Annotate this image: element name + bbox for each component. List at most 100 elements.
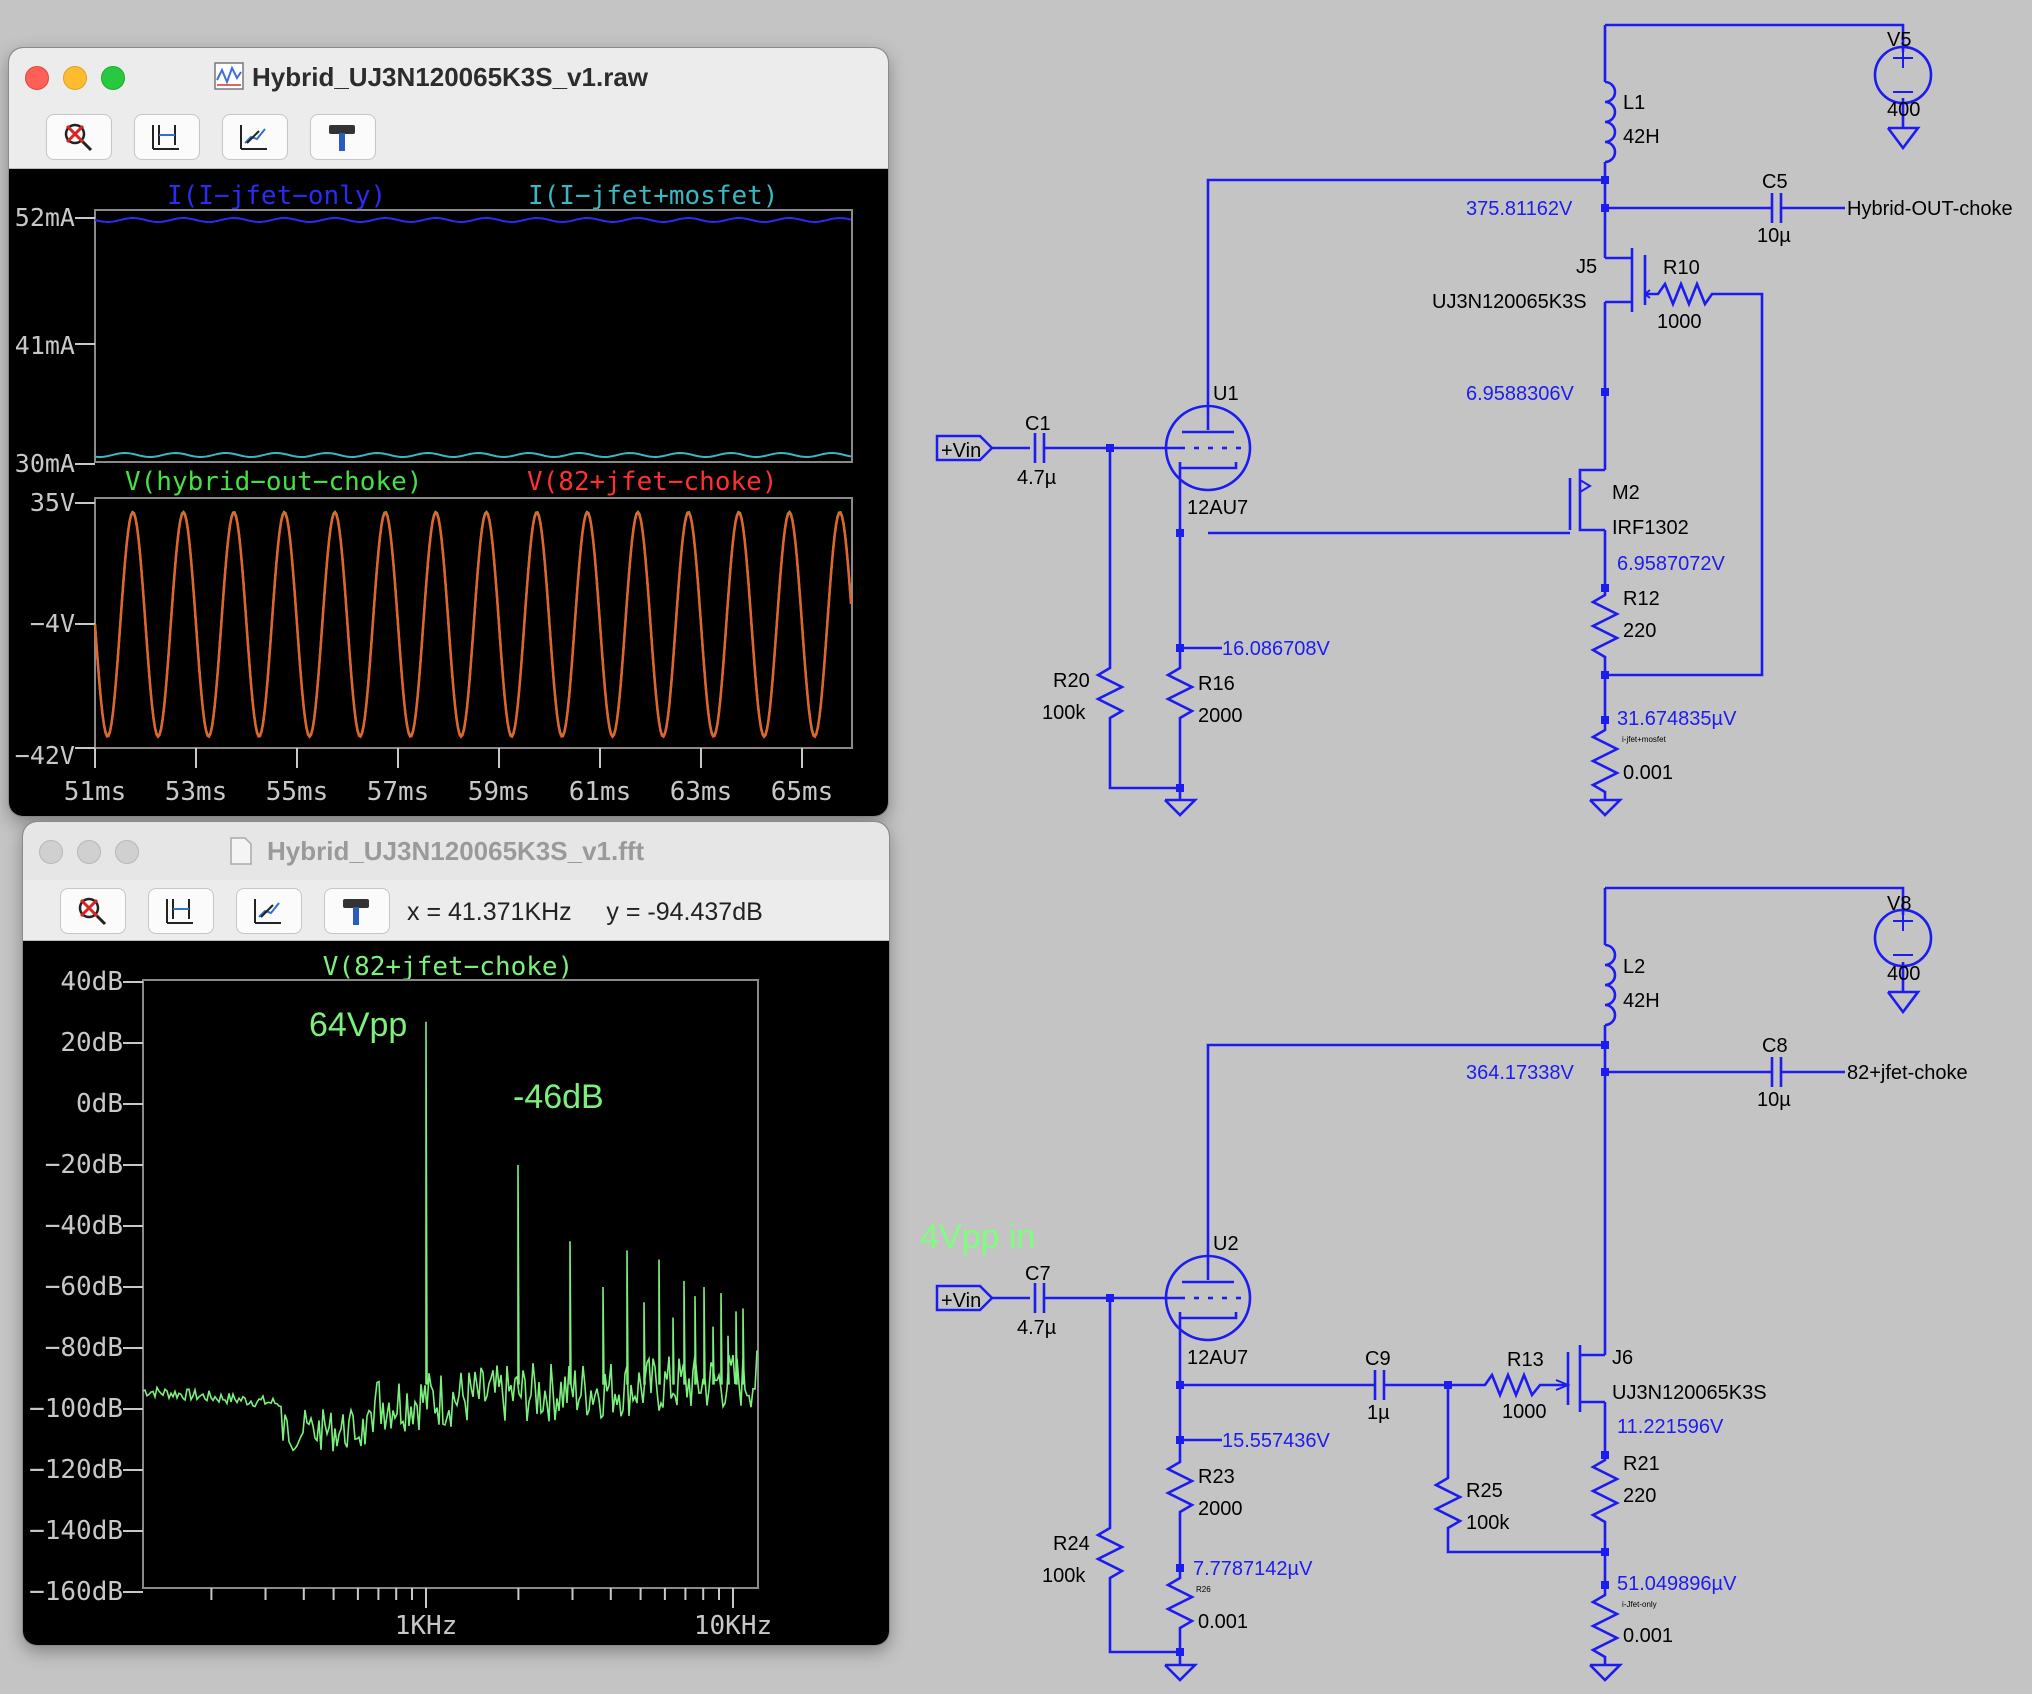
node-sense-bottom: 51.049896µV bbox=[1617, 1573, 1737, 1595]
node-jfet-source-top: 6.9588306V bbox=[1466, 383, 1575, 405]
fft-zoom-cancel-button[interactable] bbox=[60, 888, 126, 934]
hammer-icon bbox=[329, 125, 355, 151]
schematic-wires bbox=[990, 23, 1933, 1682]
trace-jfet-only bbox=[94, 216, 852, 224]
fft-y-tick-minus100db: −100dB bbox=[29, 1394, 123, 1424]
r26-small-label: R26 bbox=[1196, 1585, 1211, 1594]
c9-value: 1µ bbox=[1367, 1402, 1390, 1424]
v8-label: V8 bbox=[1887, 893, 1911, 915]
c1-value: 4.7µ bbox=[1017, 467, 1057, 489]
r10-label: R10 bbox=[1663, 257, 1700, 279]
r20-value: 100k bbox=[1042, 702, 1086, 724]
trace-jfet-mosfet bbox=[94, 451, 852, 459]
fft-y-tick-minus140db: −140dB bbox=[29, 1516, 123, 1546]
trace-label-jfet-mosfet[interactable]: I(I−jfet+mosfet) bbox=[528, 181, 778, 211]
zoom-back-icon bbox=[254, 899, 281, 924]
trace-label-jfet-only[interactable]: I(I−jfet−only) bbox=[167, 181, 386, 211]
x-tick-marks bbox=[94, 748, 803, 768]
r25-label: R25 bbox=[1466, 1480, 1503, 1502]
fft-y-tick-20db: 20dB bbox=[60, 1028, 123, 1058]
fft-toolbar: x = 41.371KHz y = -94.437dB bbox=[23, 880, 889, 941]
fft-zoom-button[interactable] bbox=[115, 840, 139, 864]
x-tick-51ms: 51ms bbox=[64, 777, 127, 807]
zoom-cancel-icon bbox=[64, 123, 93, 152]
harmonic-annotation: -46dB bbox=[513, 1078, 604, 1116]
sense-top-value: 0.001 bbox=[1623, 762, 1673, 784]
fft-plot[interactable]: V(82+jfet−choke) 40dB 20dB 0dB −20dB −40… bbox=[23, 940, 889, 1645]
fft-close-button[interactable] bbox=[39, 840, 63, 864]
fft-window[interactable]: Hybrid_UJ3N120065K3S_v1.fft x = 41.371KH… bbox=[23, 822, 889, 1645]
fft-trace bbox=[142, 1021, 758, 1452]
m2-label: M2 bbox=[1612, 482, 1640, 504]
y-tick-minus4v: −4V bbox=[30, 609, 75, 638]
r24-value: 100k bbox=[1042, 1565, 1086, 1587]
sense-bottom-value: 0.001 bbox=[1623, 1625, 1673, 1647]
fft-y-tick-minus160db: −160dB bbox=[29, 1577, 123, 1607]
node-sense-top: 31.674835µV bbox=[1617, 708, 1737, 730]
node-r23: 15.557436V bbox=[1222, 1430, 1331, 1452]
y-tick-35v: 35V bbox=[30, 488, 75, 517]
waveform-plot[interactable]: I(I−jfet−only) I(I−jfet+mosfet) V(hybrid… bbox=[9, 168, 888, 816]
u2-label: U2 bbox=[1213, 1233, 1239, 1255]
r23-value: 2000 bbox=[1198, 1498, 1243, 1520]
autorange-icon bbox=[166, 899, 193, 924]
fft-minimize-button[interactable] bbox=[77, 840, 101, 864]
u1-model: 12AU7 bbox=[1187, 497, 1248, 519]
zoom-back-button[interactable] bbox=[222, 114, 288, 160]
input-note: 4Vpp in bbox=[920, 1218, 1036, 1256]
zoom-back-icon bbox=[240, 125, 267, 150]
x-tick-57ms: 57ms bbox=[367, 777, 430, 807]
zoom-button[interactable] bbox=[101, 66, 125, 90]
hammer-button[interactable] bbox=[310, 114, 376, 160]
c1-label: C1 bbox=[1025, 413, 1051, 435]
waveform-titlebar[interactable]: Hybrid_UJ3N120065K3S_v1.raw bbox=[9, 48, 888, 107]
u1-label: U1 bbox=[1213, 383, 1239, 405]
u2-model: 12AU7 bbox=[1187, 1347, 1248, 1369]
zoom-cancel-button[interactable] bbox=[46, 114, 112, 160]
fft-window-title: Hybrid_UJ3N120065K3S_v1.fft bbox=[267, 836, 645, 866]
node-plate-bottom: 364.17338V bbox=[1466, 1062, 1575, 1084]
autorange-button[interactable] bbox=[134, 114, 200, 160]
vin-label-top: +Vin bbox=[941, 440, 981, 462]
fft-y-tick-marks bbox=[123, 981, 143, 1593]
j5-label: J5 bbox=[1576, 256, 1597, 278]
fft-zoom-back-button[interactable] bbox=[236, 888, 302, 934]
x-tick-65ms: 65ms bbox=[771, 777, 834, 807]
fft-hammer-button[interactable] bbox=[324, 888, 390, 934]
fft-y-tick-minus20db: −20dB bbox=[45, 1150, 123, 1180]
jfet-out-net-label: 82+jfet-choke bbox=[1847, 1062, 1968, 1084]
fft-trace-label[interactable]: V(82+jfet−choke) bbox=[323, 952, 573, 982]
sense-bottom-small: i-Jfet-only bbox=[1622, 1600, 1657, 1609]
c5-label: C5 bbox=[1762, 171, 1788, 193]
y-tick-marks bbox=[75, 217, 95, 749]
r10-value: 1000 bbox=[1657, 311, 1702, 333]
trace-label-hybrid-out[interactable]: V(hybrid−out−choke) bbox=[125, 467, 422, 497]
waveform-doc-icon bbox=[214, 62, 244, 90]
r12-value: 220 bbox=[1623, 620, 1656, 642]
trace-jfet-choke bbox=[93, 510, 853, 739]
fft-titlebar[interactable]: Hybrid_UJ3N120065K3S_v1.fft bbox=[23, 822, 889, 881]
minimize-button[interactable] bbox=[63, 66, 87, 90]
fft-y-tick-0db: 0dB bbox=[76, 1089, 123, 1119]
c9-label: C9 bbox=[1365, 1348, 1391, 1370]
j6-label: J6 bbox=[1612, 1347, 1633, 1369]
waveform-toolbar bbox=[9, 106, 888, 169]
waveform-window[interactable]: Hybrid_UJ3N120065K3S_v1.raw I(I−jfet−onl… bbox=[9, 48, 888, 816]
trace-label-jfet-choke[interactable]: V(82+jfet−choke) bbox=[527, 467, 777, 497]
fft-autorange-button[interactable] bbox=[148, 888, 214, 934]
close-button[interactable] bbox=[25, 66, 49, 90]
fft-y-tick-40db: 40dB bbox=[60, 967, 123, 997]
node-plate-top: 375.81162V bbox=[1466, 198, 1573, 220]
node-j6-source: 11.221596V bbox=[1617, 1416, 1724, 1438]
top-pane-frame bbox=[94, 209, 853, 463]
r21-label: R21 bbox=[1623, 1453, 1660, 1475]
c7-value: 4.7µ bbox=[1017, 1317, 1057, 1339]
hybrid-out-net-label: Hybrid-OUT-choke bbox=[1847, 198, 2013, 220]
fft-y-tick-minus80db: −80dB bbox=[45, 1333, 123, 1363]
x-tick-53ms: 53ms bbox=[165, 777, 228, 807]
v5-value: 400 bbox=[1887, 99, 1920, 121]
fft-frame bbox=[142, 979, 759, 1589]
hammer-icon bbox=[343, 899, 369, 925]
vin-tag-bottom bbox=[935, 1284, 994, 1312]
